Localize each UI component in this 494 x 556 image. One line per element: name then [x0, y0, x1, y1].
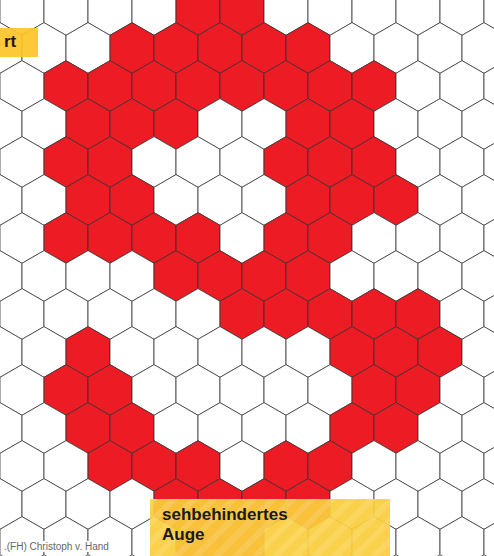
callout-text: rt — [4, 32, 28, 52]
callout-box: rt — [0, 28, 38, 57]
white-hexagon — [484, 517, 494, 556]
callout-box: sehbehindertes Auge — [150, 499, 390, 556]
footer-text: .(FH) Christoph v. Hand — [2, 541, 111, 552]
white-hexagon — [396, 517, 440, 556]
callout-text: sehbehindertes Auge — [162, 505, 312, 546]
white-hexagon — [440, 517, 484, 556]
